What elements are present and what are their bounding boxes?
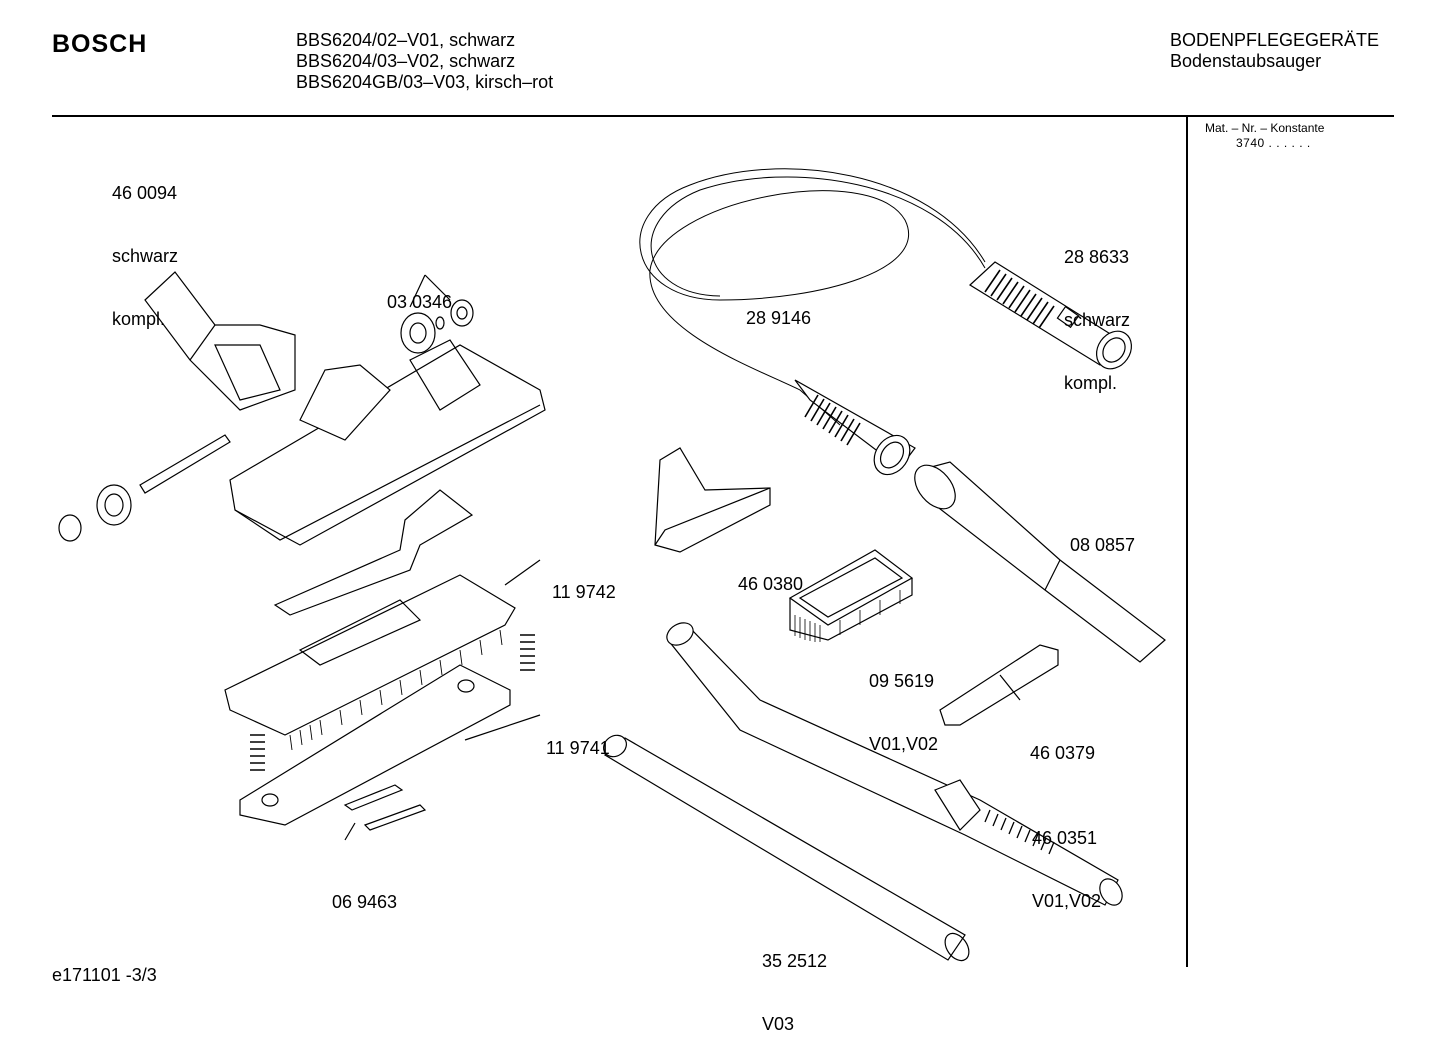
part-label-080857: 08 0857 <box>1070 493 1135 577</box>
strips-drawing <box>345 785 425 840</box>
part-label-460094: 46 0094 schwarz kompl. <box>112 141 178 351</box>
category-title: BODENPFLEGEGERÄTE <box>1170 30 1380 50</box>
material-number-title: Mat. – Nr. – Konstante <box>1205 121 1325 135</box>
part-number: 46 0379 <box>1030 743 1096 763</box>
part-label-095619: 09 5619 V01,V02 <box>869 629 938 776</box>
part-label-460380: 46 0380 <box>738 532 803 616</box>
part-label-352512: 35 2512 V03 <box>762 909 827 1056</box>
part-number: 46 0380 <box>738 574 804 594</box>
hose-connector-drawing <box>970 262 1139 376</box>
straight-tube-drawing <box>599 731 973 965</box>
part-label-119741: 11 9741 <box>546 696 610 780</box>
exploded-parts-drawing <box>0 0 1442 1019</box>
part-number: 09 5619 <box>869 671 935 691</box>
category-subtitle: Bodenstaubsauger <box>1170 51 1322 71</box>
part-variant: V03 <box>762 1014 795 1034</box>
part-note: kompl. <box>112 309 166 329</box>
part-number: 03 0346 <box>387 292 453 312</box>
swivel-neck-drawing <box>145 272 295 410</box>
bent-handle-tube-drawing <box>907 458 1165 662</box>
bosch-logo: BOSCH <box>52 30 148 58</box>
part-variant: schwarz <box>112 246 179 266</box>
part-label-069463: 06 9463 <box>332 850 397 934</box>
sole-plate-drawing <box>225 560 540 750</box>
header-divider <box>52 115 1394 117</box>
wheels-drawing <box>59 275 473 541</box>
hose-end-drawing <box>795 380 917 481</box>
axle-rod-drawing <box>140 435 230 493</box>
part-variant: schwarz <box>1064 310 1131 330</box>
part-number: 11 9741 <box>546 738 610 758</box>
springs-drawing <box>250 635 535 770</box>
base-plate-drawing <box>240 665 540 825</box>
brush-drawing <box>790 550 912 642</box>
hose-drawing <box>640 169 985 425</box>
pedal-lever-drawing <box>275 490 472 615</box>
telescopic-tube-drawing <box>663 618 1127 909</box>
floor-nozzle-body-drawing <box>230 340 545 545</box>
model-line-1: BBS6204/02–V01, schwarz <box>296 30 516 50</box>
part-number: 28 8633 <box>1064 247 1130 267</box>
part-number: 35 2512 <box>762 951 828 971</box>
model-list: BBS6204/02–V01, schwarz BBS6204/03–V02, … <box>296 30 553 93</box>
crevice-tool-drawing <box>940 645 1058 725</box>
upholstery-nozzle-drawing <box>655 448 770 552</box>
part-label-288633: 28 8633 schwarz kompl. <box>1064 205 1130 415</box>
part-variant: V01,V02 <box>869 734 939 754</box>
part-number: 28 9146 <box>746 308 812 328</box>
sidebar-divider <box>1186 117 1188 967</box>
document-code: e171101 -3/3 <box>52 965 157 985</box>
material-number-value: 3740 . . . . . . <box>1236 136 1311 150</box>
model-line-3: BBS6204GB/03–V03, kirsch–rot <box>296 72 554 92</box>
part-number: 46 0351 <box>1032 828 1098 848</box>
part-number: 08 0857 <box>1070 535 1136 555</box>
part-number: 46 0094 <box>112 183 178 203</box>
part-label-030346: 03 0346 <box>387 250 452 334</box>
category-block: BODENPFLEGEGERÄTE Bodenstaubsauger <box>1170 30 1379 72</box>
part-label-460379: 46 0379 <box>1030 701 1095 785</box>
part-note: kompl. <box>1064 373 1118 393</box>
model-line-2: BBS6204/03–V02, schwarz <box>296 51 516 71</box>
part-number: 11 9742 <box>552 582 616 602</box>
part-number: 06 9463 <box>332 892 398 912</box>
part-label-289146: 28 9146 <box>746 266 811 350</box>
part-label-119742: 11 9742 <box>552 540 616 624</box>
part-label-460351: 46 0351 V01,V02 <box>1032 786 1101 933</box>
part-variant: V01,V02 <box>1032 891 1102 911</box>
